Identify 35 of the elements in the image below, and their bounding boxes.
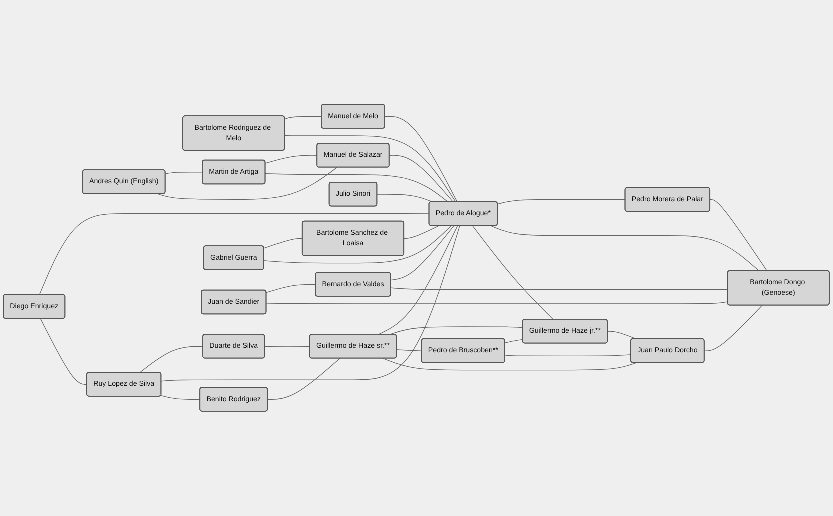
connector [497, 199, 626, 205]
connector [390, 326, 524, 336]
connector [40, 318, 88, 386]
connector [607, 331, 637, 340]
connector [265, 155, 318, 164]
connector [389, 155, 454, 202]
connector [504, 354, 632, 356]
connector [284, 135, 456, 202]
connector [39, 213, 430, 296]
connector [377, 194, 433, 202]
connector [266, 302, 728, 304]
connector [264, 238, 303, 249]
connector [504, 339, 524, 344]
connector [284, 116, 322, 120]
connector [140, 346, 204, 374]
connector [265, 174, 448, 202]
connector [390, 288, 728, 290]
connector [382, 358, 637, 371]
connector [490, 226, 760, 272]
connector [472, 226, 554, 320]
connector [378, 226, 458, 336]
connector [384, 116, 458, 202]
connector [161, 226, 460, 382]
connector [266, 284, 316, 294]
connector [404, 226, 440, 240]
connector [158, 167, 338, 200]
connector [710, 199, 768, 272]
connector [264, 226, 452, 264]
connector [264, 346, 310, 347]
connector [160, 395, 201, 400]
connector [396, 350, 422, 352]
connector [268, 358, 340, 400]
connector [390, 226, 454, 281]
connector [165, 172, 204, 174]
connector [704, 305, 763, 352]
